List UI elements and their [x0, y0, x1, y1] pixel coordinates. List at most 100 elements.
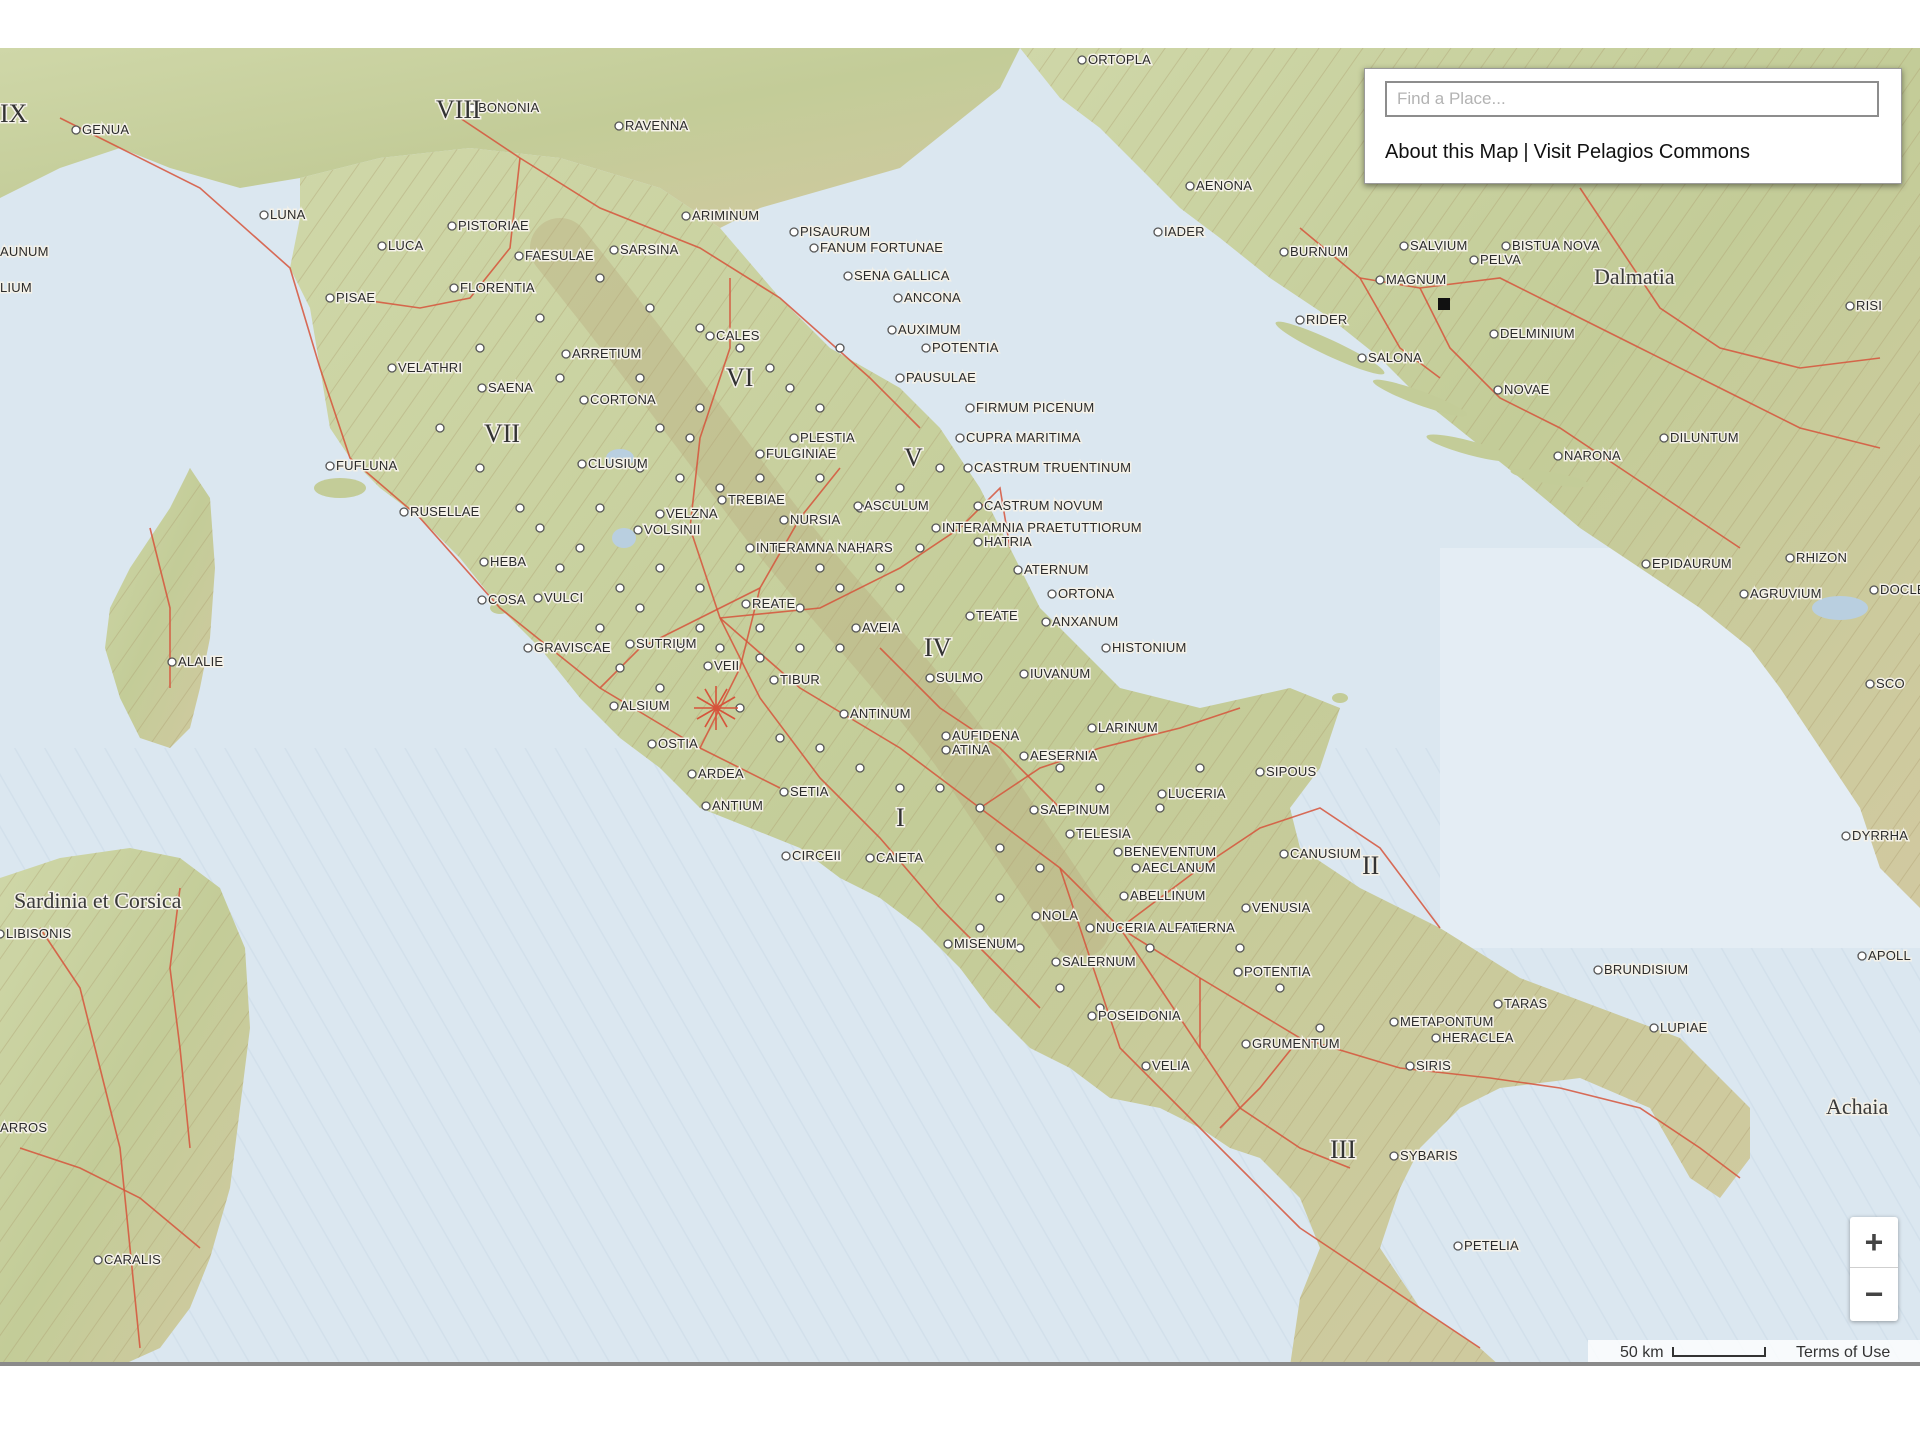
site-marker-minor-58[interactable] [435, 423, 445, 433]
site-marker-minor-62[interactable] [635, 373, 645, 383]
site-marker-minor-35[interactable] [975, 923, 985, 933]
site-marker-telesia[interactable] [1065, 829, 1075, 839]
site-marker-minor-32[interactable] [995, 843, 1005, 853]
site-marker-caralis[interactable] [93, 1255, 103, 1265]
site-marker-minor-30[interactable] [935, 783, 945, 793]
site-marker-brundisium[interactable] [1593, 965, 1603, 975]
site-marker-minor-13[interactable] [815, 473, 825, 483]
site-marker-aenona[interactable] [1185, 181, 1195, 191]
site-marker-novae[interactable] [1493, 385, 1503, 395]
about-map-link[interactable]: About this Map [1385, 141, 1519, 163]
site-marker-minor-55[interactable] [555, 563, 565, 573]
site-marker-minor-11[interactable] [715, 483, 725, 493]
site-marker-sulmo[interactable] [925, 673, 935, 683]
site-marker-minor-51[interactable] [675, 643, 685, 653]
site-marker-minor-38[interactable] [1095, 1003, 1105, 1013]
site-marker-fanum-fortunae[interactable] [809, 243, 819, 253]
site-marker-minor-44[interactable] [1155, 803, 1165, 813]
site-marker-setia[interactable] [779, 787, 789, 797]
site-marker-petelia[interactable] [1453, 1241, 1463, 1251]
site-marker-bistua-nova[interactable] [1501, 241, 1511, 251]
site-marker-sutrium[interactable] [625, 639, 635, 649]
site-marker-rider[interactable] [1295, 315, 1305, 325]
site-marker-caieta[interactable] [865, 853, 875, 863]
site-marker-tibur[interactable] [769, 675, 779, 685]
site-marker-ortona[interactable] [1047, 589, 1057, 599]
site-marker-heraclea[interactable] [1431, 1033, 1441, 1043]
site-marker-minor-26[interactable] [775, 733, 785, 743]
site-marker-minor-74[interactable] [895, 483, 905, 493]
site-marker-pisae[interactable] [325, 293, 335, 303]
site-marker-sarsina[interactable] [609, 245, 619, 255]
site-marker-delminium[interactable] [1489, 329, 1499, 339]
site-marker-hatria[interactable] [973, 537, 983, 547]
site-marker-taras[interactable] [1493, 999, 1503, 1009]
site-marker-minor-1[interactable] [645, 303, 655, 313]
visit-pelagios-link[interactable]: Visit Pelagios Commons [1533, 141, 1751, 163]
site-marker-minor-16[interactable] [735, 563, 745, 573]
site-marker-auximum[interactable] [887, 325, 897, 335]
site-marker-salvium[interactable] [1399, 241, 1409, 251]
site-marker-cortona[interactable] [579, 395, 589, 405]
site-marker-minor-65[interactable] [635, 603, 645, 613]
site-marker-minor-14[interactable] [655, 563, 665, 573]
site-marker-minor-77[interactable] [835, 343, 845, 353]
site-marker-castrum-truentinum[interactable] [963, 463, 973, 473]
site-marker-pausulae[interactable] [895, 373, 905, 383]
site-marker-minor-29[interactable] [895, 783, 905, 793]
site-marker-salona[interactable] [1357, 353, 1367, 363]
site-marker-minor-76[interactable] [815, 433, 825, 443]
site-marker-minor-17[interactable] [775, 543, 785, 553]
site-marker-minor-8[interactable] [655, 423, 665, 433]
site-marker-minor-50[interactable] [615, 583, 625, 593]
site-marker-apoll[interactable] [1857, 951, 1867, 961]
site-marker-burnum[interactable] [1279, 247, 1289, 257]
site-marker-iader[interactable] [1153, 227, 1163, 237]
site-marker-interamna-nahars[interactable] [745, 543, 755, 553]
site-marker-canusium[interactable] [1279, 849, 1289, 859]
site-marker-minor-9[interactable] [635, 463, 645, 473]
site-marker-minor-49[interactable] [575, 543, 585, 553]
site-marker-antinum[interactable] [839, 709, 849, 719]
site-marker-velathri[interactable] [387, 363, 397, 373]
site-marker-minor-28[interactable] [855, 763, 865, 773]
site-marker-minor-53[interactable] [615, 663, 625, 673]
site-marker-ortopla[interactable] [1077, 55, 1087, 65]
zoom-in-button[interactable]: + [1850, 1217, 1898, 1268]
site-marker-metapontum[interactable] [1389, 1017, 1399, 1027]
site-marker-cosa[interactable] [477, 595, 487, 605]
site-marker-minor-64[interactable] [595, 503, 605, 513]
site-marker-teate[interactable] [965, 611, 975, 621]
site-marker-volsinii[interactable] [633, 525, 643, 535]
site-marker-minor-52[interactable] [655, 683, 665, 693]
site-marker-salernum[interactable] [1051, 957, 1061, 967]
site-marker-sco[interactable] [1865, 679, 1875, 689]
site-marker-dyrrha[interactable] [1841, 831, 1851, 841]
site-marker-minor-7[interactable] [695, 403, 705, 413]
site-marker-genua[interactable] [71, 125, 81, 135]
site-marker-minor-66[interactable] [695, 623, 705, 633]
site-marker-rusellae[interactable] [399, 507, 409, 517]
site-marker-plestia[interactable] [789, 433, 799, 443]
site-marker-aeclanum[interactable] [1131, 863, 1141, 873]
site-marker-atina[interactable] [941, 745, 951, 755]
site-marker-anxanum[interactable] [1041, 617, 1051, 627]
site-marker-castrum-novum[interactable] [973, 501, 983, 511]
site-marker-aveia[interactable] [851, 623, 861, 633]
site-marker-minor-19[interactable] [855, 543, 865, 553]
site-marker-graviscae[interactable] [523, 643, 533, 653]
site-marker-iuvanum[interactable] [1019, 669, 1029, 679]
site-marker-minor-59[interactable] [475, 343, 485, 353]
selected-place-marker[interactable] [1438, 298, 1450, 310]
site-marker-cales[interactable] [705, 331, 715, 341]
site-marker-saena[interactable] [477, 383, 487, 393]
site-marker-minor-18[interactable] [815, 563, 825, 573]
site-marker-minor-24[interactable] [755, 653, 765, 663]
site-marker-interamnia-praetuttiorum[interactable] [931, 523, 941, 533]
site-marker-minor-40[interactable] [1195, 923, 1205, 933]
site-marker-minor-63[interactable] [685, 433, 695, 443]
site-marker-alalie[interactable] [167, 657, 177, 667]
site-marker-heba[interactable] [479, 557, 489, 567]
site-marker-nuceria-alfaterna[interactable] [1085, 923, 1095, 933]
site-marker-beneventum[interactable] [1113, 847, 1123, 857]
